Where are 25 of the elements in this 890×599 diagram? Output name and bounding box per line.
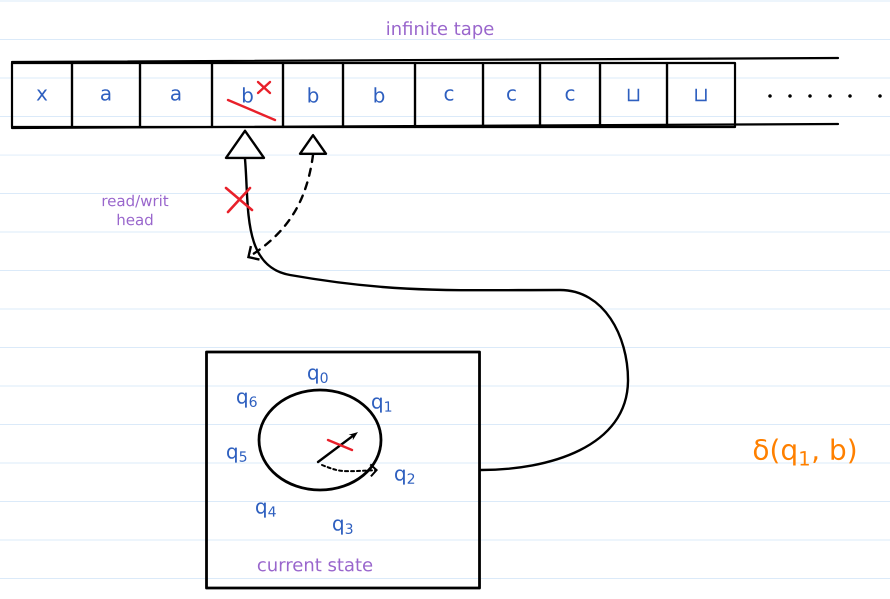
state-dial xyxy=(258,388,382,492)
tape-cell: a xyxy=(138,62,214,128)
tape-cell: c xyxy=(538,62,602,128)
tape-cell: b xyxy=(210,62,284,128)
connector xyxy=(247,154,314,261)
tape-cell: ⊔ xyxy=(666,62,736,128)
transition-label: δ(q$_{1}$, b) xyxy=(754,438,856,466)
state-label: q$_{4}$ xyxy=(256,502,276,518)
head-label: read/writ head xyxy=(102,194,168,226)
tape-cell: c xyxy=(482,62,542,128)
tape-cell: b xyxy=(342,62,416,128)
state-label: q$_{2}$ xyxy=(395,469,414,485)
state-label: q$_{1}$ xyxy=(372,397,392,413)
state-label: q$_{3}$ xyxy=(333,519,352,535)
tape-cell: b xyxy=(282,62,344,128)
tape-cell: x xyxy=(10,62,74,128)
state-label: q$_{6}$ xyxy=(237,392,257,408)
state-label: q$_{0}$ xyxy=(308,368,328,384)
connector xyxy=(244,158,630,472)
tape-cell: a xyxy=(70,62,142,128)
head-triangle xyxy=(298,134,328,155)
tape-cell: c xyxy=(414,62,484,128)
tape-cell: ⊔ xyxy=(598,62,668,128)
head-triangle xyxy=(224,130,266,160)
state-label: q$_{5}$ xyxy=(227,447,246,463)
